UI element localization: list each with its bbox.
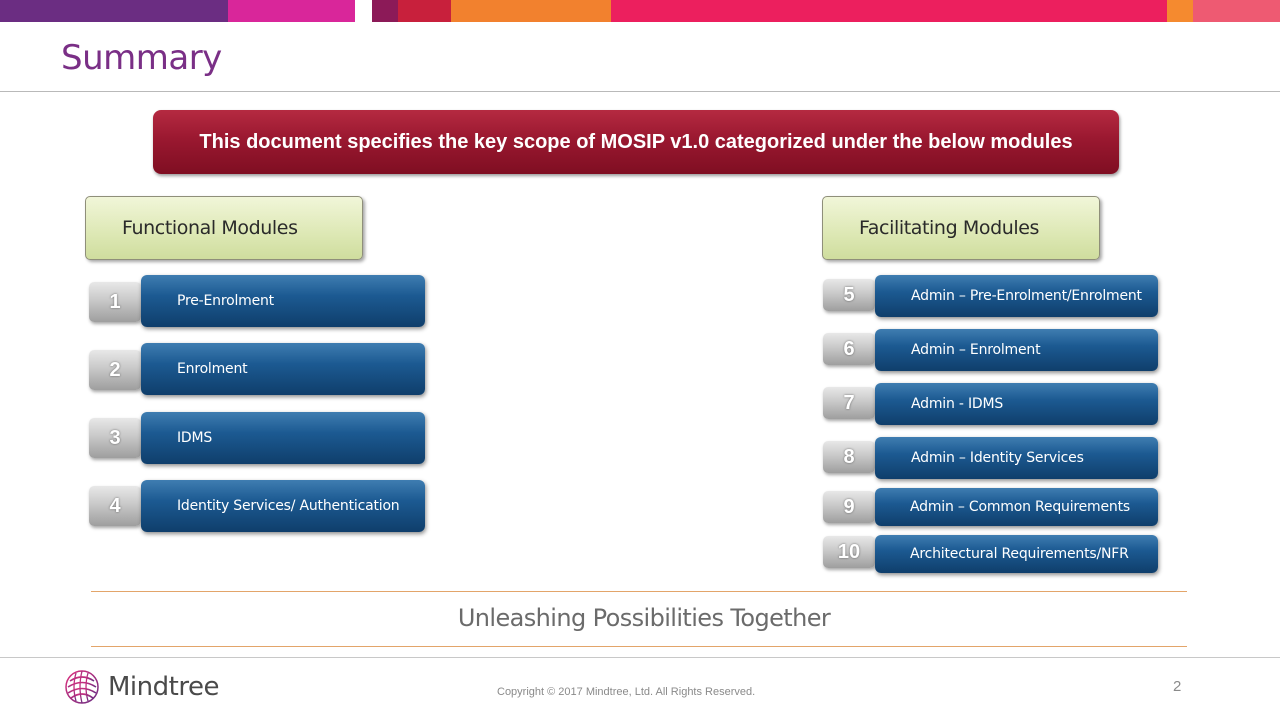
footer-divider [0, 657, 1280, 658]
mindtree-logo: Mindtree [64, 669, 219, 705]
module-number-10: 10 [823, 536, 875, 568]
facilitating-modules-heading-label: Facilitating Modules [859, 217, 1040, 239]
module-number-6: 6 [823, 333, 875, 365]
module-admin-idms[interactable]: Admin - IDMS [875, 383, 1158, 425]
module-idms[interactable]: IDMS [141, 412, 425, 464]
page-number: 2 [1173, 678, 1182, 695]
module-label: Admin - IDMS [911, 396, 1004, 412]
mindtree-logo-icon [65, 670, 99, 704]
title-divider [0, 91, 1280, 92]
page-title: Summary [61, 38, 222, 78]
functional-modules-heading: Functional Modules [85, 196, 363, 260]
tagline: Unleashing Possibilities Together [457, 604, 831, 632]
module-number-5: 5 [823, 279, 875, 311]
module-number-3: 3 [89, 418, 141, 458]
copyright-text: Copyright © 2017 Mindtree, Ltd. All Righ… [497, 686, 756, 698]
module-number-2: 2 [89, 350, 141, 390]
module-label: Admin – Common Requirements [910, 499, 1130, 515]
module-enrolment[interactable]: Enrolment [141, 343, 425, 395]
module-label: Enrolment [177, 361, 248, 377]
module-label: IDMS [177, 430, 213, 446]
module-admin-enrolment[interactable]: Admin – Enrolment [875, 329, 1158, 371]
module-number-4: 4 [89, 486, 141, 526]
module-admin-common-requirements[interactable]: Admin – Common Requirements [875, 488, 1158, 526]
logo-text: Mindtree [108, 672, 219, 702]
module-label: Admin – Identity Services [911, 450, 1084, 466]
module-label: Admin – Enrolment [911, 342, 1041, 358]
module-admin-identity-services[interactable]: Admin – Identity Services [875, 437, 1158, 479]
module-identity-services-authentication[interactable]: Identity Services/ Authentication [141, 480, 425, 532]
module-label: Pre-Enrolment [177, 293, 274, 309]
module-label: Admin – Pre-Enrolment/Enrolment [911, 288, 1142, 304]
module-label: Architectural Requirements/NFR [910, 546, 1129, 562]
tagline-bottom-divider [91, 646, 1187, 647]
module-architectural-requirements-nfr[interactable]: Architectural Requirements/NFR [875, 535, 1158, 573]
top-color-bar [0, 0, 1280, 22]
module-number-8: 8 [823, 441, 875, 473]
facilitating-modules-heading: Facilitating Modules [822, 196, 1100, 260]
module-number-9: 9 [823, 491, 875, 523]
tagline-top-divider [91, 591, 1187, 592]
module-number-7: 7 [823, 387, 875, 419]
module-admin-pre-enrolment-enrolment[interactable]: Admin – Pre-Enrolment/Enrolment [875, 275, 1158, 317]
module-number-1: 1 [89, 282, 141, 322]
module-pre-enrolment[interactable]: Pre-Enrolment [141, 275, 425, 327]
module-label: Identity Services/ Authentication [177, 498, 400, 514]
functional-modules-heading-label: Functional Modules [122, 217, 298, 239]
scope-banner: This document specifies the key scope of… [153, 110, 1119, 174]
